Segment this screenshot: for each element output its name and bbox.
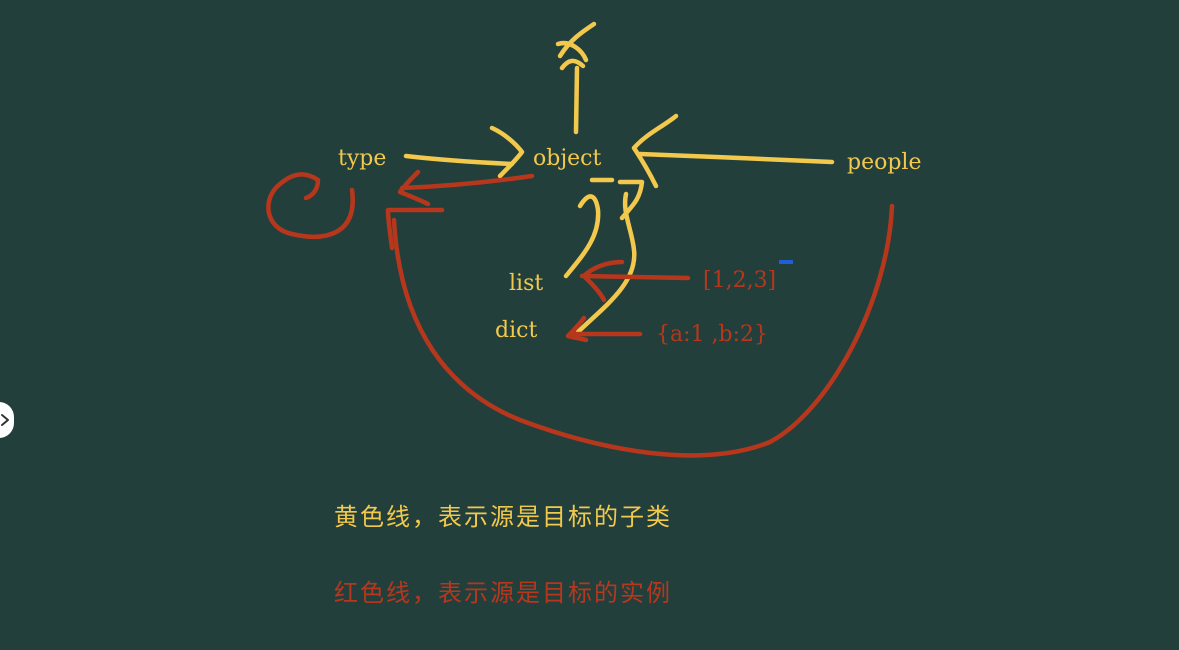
red-arrows: [266, 169, 895, 458]
yellow-arrow-object-up: [573, 65, 580, 135]
red-arrowhead-object-type: [397, 169, 431, 207]
chevron-right-icon: [0, 413, 10, 427]
node-list-instance: [1,2,3]: [703, 268, 777, 293]
legend-yellow-line: 黄色线，表示源是目标的子类: [334, 503, 672, 531]
legend-red-line: 红色线，表示源是目标的实例: [334, 579, 672, 607]
red-arrow-object-type: [399, 173, 535, 191]
node-list: list: [509, 271, 544, 296]
yellow-arrow-list-object: [563, 194, 601, 279]
yellow-x-mark: [555, 21, 597, 63]
node-dict-instance: {a:1 ,b:2}: [656, 322, 768, 347]
yellow-arrowhead-dict-object: [617, 179, 645, 221]
text-cursor-mark: [779, 260, 793, 264]
yellow-arrowhead-object-up: [559, 58, 586, 71]
yellow-arrowhead-type-object: [489, 125, 525, 179]
red-arrow-people-type: [391, 203, 895, 458]
yellow-arrow-type-object: [403, 153, 515, 167]
red-arrowhead-people-type: [385, 207, 445, 251]
yellow-arrows: [403, 21, 835, 335]
yellow-arrow-people-object: [637, 151, 835, 165]
node-people: people: [847, 150, 922, 175]
node-object: object: [533, 146, 602, 171]
node-dict: dict: [495, 318, 538, 343]
red-arrowhead-listinst-list: [581, 259, 625, 303]
red-loop-type-self: [266, 172, 355, 239]
side-nav-handle[interactable]: [0, 402, 14, 438]
yellow-arrowhead-people-object: [631, 113, 679, 189]
node-type: type: [338, 146, 387, 171]
red-arrowhead-dictinst-dict: [565, 315, 589, 343]
red-arrow-listinst-list: [579, 273, 691, 281]
